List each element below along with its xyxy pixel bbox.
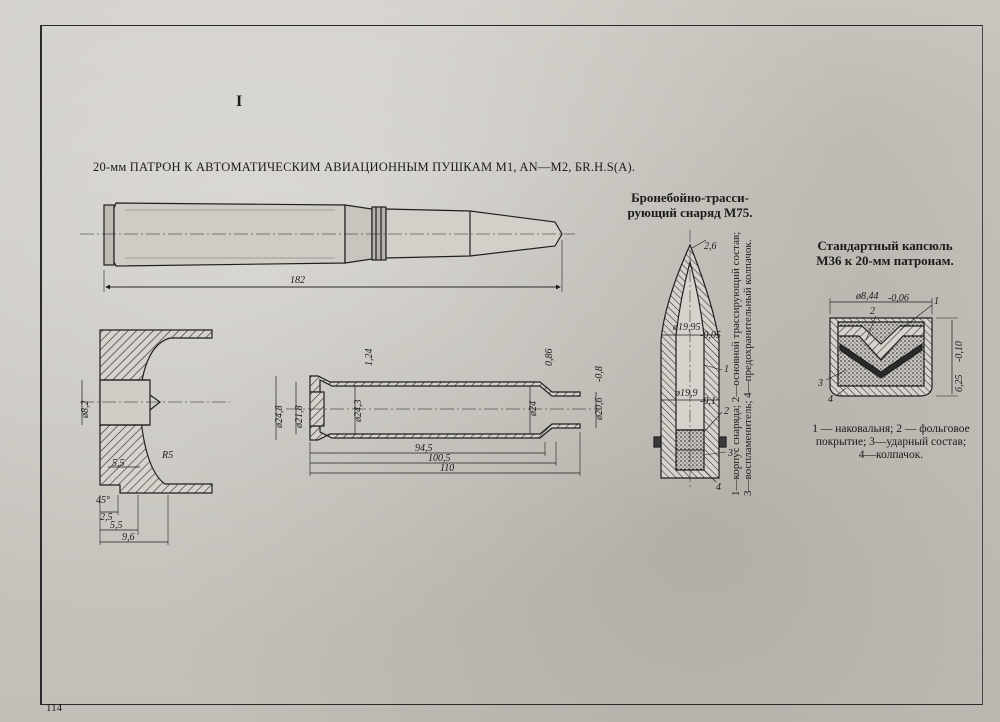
drawing-frame (40, 25, 983, 705)
dim-wall2: 0,86 (544, 349, 555, 367)
corner-mark: I (236, 93, 243, 110)
dim-l1: 94,5 (415, 443, 433, 454)
dim-length: 182 (290, 275, 305, 286)
primer-legend: 1 — наковальня; 2 — фольговое покрытие; … (812, 423, 970, 461)
dim-neck: ø20,6 (594, 398, 605, 422)
projectile-callout-2: 2 (724, 406, 729, 417)
primer-title: Стандартный капсюль M36 к 20-мм патронам… (816, 238, 954, 268)
dim-shoulder: ø24 (528, 401, 539, 417)
projectile-section (653, 230, 727, 490)
dim-rim: ø24,8 (274, 406, 285, 430)
primer-callout-2: 2 (870, 306, 875, 317)
case-head-section (80, 329, 230, 545)
projectile-callout-3: 3 (727, 448, 733, 459)
dim-bore: ø8,2 (80, 401, 91, 420)
dim-band: ø19,9 (674, 388, 698, 399)
dim-primer-diameter-tol: -0,06 (888, 293, 909, 304)
projectile-title: Бронебойно-трасси-рующий снаряд М75. (627, 190, 753, 220)
dim-nose: 2,6 (704, 241, 717, 252)
dim-proj-body: ø19,95 (672, 322, 701, 333)
dim-head: ø21,8 (294, 406, 305, 430)
dim-d2: 2,5 (100, 512, 113, 523)
primer-callout-3: 3 (817, 378, 823, 389)
cartridge-side-view (80, 202, 575, 292)
page-number: 114 (46, 702, 63, 714)
dim-l2: 100,5 (428, 453, 451, 464)
dim-primer-height: 6,25 (954, 375, 965, 393)
dim-d4: 9,6 (122, 532, 135, 543)
case-section (275, 375, 600, 476)
dim-primer-diameter: ø8,44 (855, 291, 879, 302)
dim-wall1: 1,24 (364, 349, 375, 367)
dim-band-tol: -0,1 (700, 396, 716, 407)
primer-section (825, 298, 958, 397)
dim-d1: 5,5 (112, 458, 125, 469)
dim-angle: 45° (96, 495, 110, 506)
primer-callout-1: 1 (934, 296, 939, 307)
dim-d3: 5,5 (110, 520, 123, 531)
projectile-callout-4: 4 (716, 482, 721, 493)
primer-callout-4: 4 (828, 394, 833, 405)
dim-body: ø24,3 (353, 400, 364, 424)
dim-l3: 110 (440, 463, 454, 474)
dim-neck-tol: -0,8 (594, 366, 605, 382)
page-title: 20-мм ПАТРОН К АВТОМАТИЧЕСКИМ АВИАЦИОННЫ… (93, 160, 636, 174)
projectile-callout-1: 1 (724, 364, 729, 375)
dim-radius: R5 (161, 450, 173, 461)
dim-primer-height-tol: -0,10 (954, 341, 965, 362)
dim-proj-body-tol: -0,05 (700, 330, 721, 341)
